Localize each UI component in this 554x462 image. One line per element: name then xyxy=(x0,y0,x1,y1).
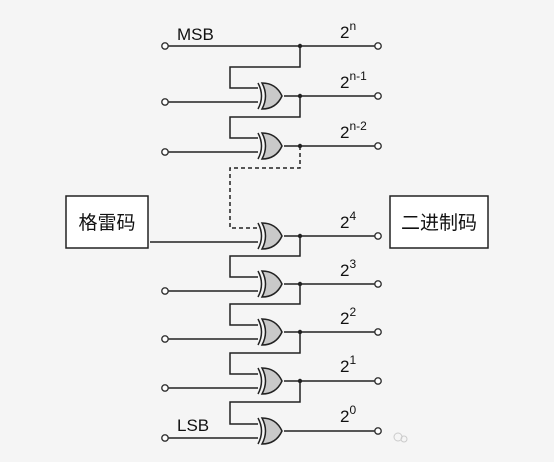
input-terminal-0 xyxy=(161,42,169,50)
output-label-2: 2n-2 xyxy=(340,119,367,142)
xor-gates xyxy=(257,82,283,445)
dotted-continuation xyxy=(229,146,301,229)
binary-code-box xyxy=(389,195,489,249)
lsb-label: LSB xyxy=(177,416,209,435)
xor-gate-input-arc xyxy=(257,132,263,160)
xor-gate-input-arc xyxy=(257,318,263,346)
xor-gate-7 xyxy=(257,417,283,445)
msb-feed-wire xyxy=(229,46,301,89)
msb-label: MSB xyxy=(177,25,214,44)
input-terminal-6 xyxy=(161,434,169,442)
input-terminal-5 xyxy=(161,384,169,392)
output-terminal-3 xyxy=(374,232,382,240)
output-terminal-6 xyxy=(374,377,382,385)
output-terminal-7 xyxy=(374,427,382,435)
output-label-7: 20 xyxy=(340,403,356,426)
xor-gate-3 xyxy=(257,222,283,250)
output-terminal-2 xyxy=(374,142,382,150)
input-terminal-1 xyxy=(161,98,169,106)
output-label-3: 24 xyxy=(340,209,356,232)
output-label-0: 2n xyxy=(340,19,356,42)
xor-gate-body xyxy=(260,417,283,445)
xor-gate-1 xyxy=(257,82,283,110)
xor-gate-5 xyxy=(257,318,283,346)
xor-gate-6 xyxy=(257,367,283,395)
xor-gate-body xyxy=(260,270,283,298)
xor-gate-body xyxy=(260,82,283,110)
terminals xyxy=(161,42,382,442)
output-label-6: 21 xyxy=(340,353,356,376)
xor-gate-body xyxy=(260,367,283,395)
input-terminal-2 xyxy=(161,148,169,156)
xor-gate-4 xyxy=(257,270,283,298)
gate5-feed-wire xyxy=(229,332,301,375)
xor-gate-body xyxy=(260,318,283,346)
gate4-feed-wire xyxy=(229,284,301,326)
gray-code-label: 格雷码 xyxy=(78,212,135,234)
output-label-1: 2n-1 xyxy=(340,69,367,92)
xor-gate-input-arc xyxy=(257,367,263,395)
input-terminal-4 xyxy=(161,335,169,343)
gate1-feed-wire xyxy=(229,96,301,139)
gate3-feed-wire xyxy=(229,236,301,278)
xor-gate-input-arc xyxy=(257,270,263,298)
output-terminal-4 xyxy=(374,280,382,288)
xor-gate-input-arc xyxy=(257,222,263,250)
output-label-5: 22 xyxy=(340,305,356,328)
xor-gate-body xyxy=(260,222,283,250)
input-terminal-3 xyxy=(161,287,169,295)
output-terminal-0 xyxy=(374,42,382,50)
output-terminal-5 xyxy=(374,328,382,336)
xor-gate-input-arc xyxy=(257,82,263,110)
gray-code-box xyxy=(65,195,149,249)
output-terminal-1 xyxy=(374,92,382,100)
gate6-feed-wire xyxy=(229,381,301,425)
xor-gate-2 xyxy=(257,132,283,160)
xor-gate-body xyxy=(260,132,283,160)
binary-code-label: 二进制码 xyxy=(401,212,477,234)
output-label-4: 23 xyxy=(340,257,356,280)
xor-gate-input-arc xyxy=(257,417,263,445)
watermark-icon xyxy=(393,432,408,443)
